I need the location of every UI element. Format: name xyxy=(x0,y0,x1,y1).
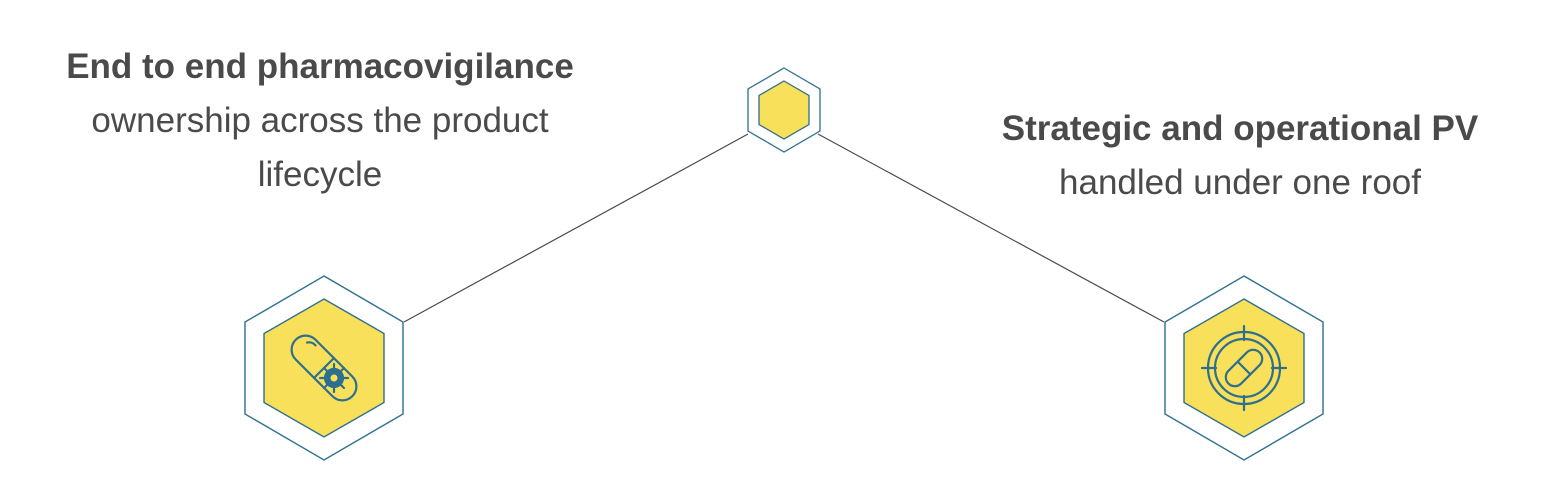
right-hexagon-node xyxy=(1164,275,1324,461)
left-caption-bold: End to end pharmacovigilance xyxy=(66,47,574,86)
left-hexagon-node xyxy=(244,275,404,461)
top-hexagon-node xyxy=(747,67,821,153)
left-caption: End to end pharmacovigilance ownership a… xyxy=(20,40,620,202)
connector-right xyxy=(817,133,1165,323)
top-hexagon-fill xyxy=(758,80,810,140)
left-caption-line1: ownership across the product xyxy=(91,101,549,140)
right-caption-line1: handled under one roof xyxy=(1059,163,1421,202)
left-caption-line2: lifecycle xyxy=(257,155,383,194)
connector-left xyxy=(403,133,749,323)
capsule-target-icon xyxy=(1200,324,1288,412)
right-caption-bold: Strategic and operational PV xyxy=(1001,109,1479,148)
right-caption: Strategic and operational PV handled und… xyxy=(940,102,1540,210)
